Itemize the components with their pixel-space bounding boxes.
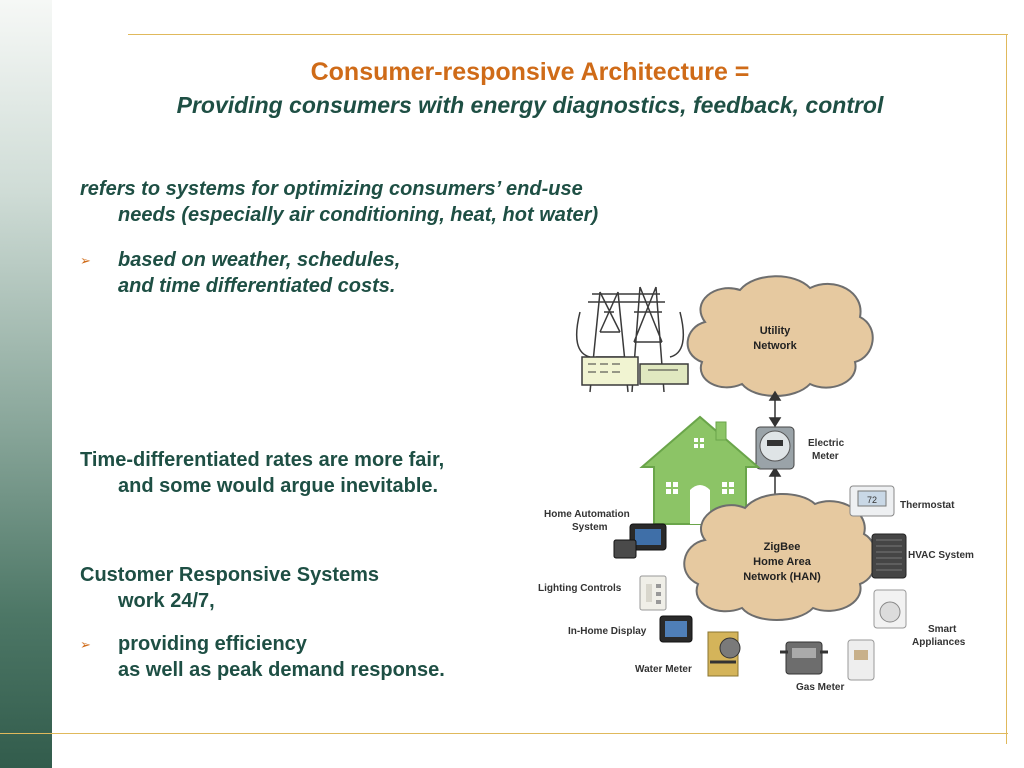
thermostat-display: 72	[867, 495, 877, 505]
paragraph-line: work 24/7,	[118, 590, 215, 612]
han-architecture-diagram: Utility Network Electric Meter	[538, 275, 974, 693]
utility-network-label: Network	[753, 340, 797, 352]
bullet-efficiency: providing efficiency as well as peak dem…	[118, 631, 445, 683]
home-automation-icon	[613, 523, 667, 559]
water-meter-label: Water Meter	[635, 664, 692, 675]
paragraph-line: Time-differentiated rates are more fair,	[80, 449, 445, 471]
in-home-display-label: In-Home Display	[568, 626, 647, 637]
hvac-label: HVAC System	[908, 550, 974, 561]
home-automation-label: System	[572, 522, 608, 533]
thermostat-label: Thermostat	[900, 500, 955, 511]
slide-subtitle: Providing consumers with energy diagnost…	[176, 92, 884, 118]
bottom-divider	[0, 733, 1008, 734]
hvac-icon	[871, 533, 907, 579]
paragraph-rates: Time-differentiated rates are more fair,…	[80, 447, 444, 499]
top-divider	[128, 34, 1008, 35]
slide-title: Consumer-responsive Architecture =	[310, 58, 750, 86]
smart-appliances-icon	[847, 589, 907, 681]
smart-appliances-label: Appliances	[912, 637, 966, 648]
in-home-display-icon	[659, 615, 693, 643]
house-icon	[639, 415, 761, 525]
paragraph-line: needs (especially air conditioning, heat…	[118, 204, 599, 226]
electric-meter-icon	[755, 426, 795, 470]
lighting-controls-icon	[639, 575, 667, 611]
electric-meter-label: Electric	[808, 438, 845, 449]
bullet-arrow-icon: ➢	[80, 637, 91, 652]
right-divider	[1006, 34, 1007, 744]
power-plant-icon	[575, 286, 689, 393]
bullet-line: based on weather, schedules,	[118, 249, 401, 271]
bullet-line: as well as peak demand response.	[118, 659, 445, 681]
han-label: Network (HAN)	[743, 571, 821, 583]
han-cloud: ZigBee Home Area Network (HAN)	[683, 493, 878, 621]
home-automation-label: Home Automation	[544, 509, 630, 520]
smart-appliances-label: Smart	[928, 624, 957, 635]
gas-meter-label: Gas Meter	[796, 682, 844, 693]
electric-meter-label: Meter	[812, 451, 839, 462]
han-label: ZigBee	[764, 541, 801, 553]
utility-network-cloud: Utility Network	[686, 275, 874, 397]
paragraph-systems: Customer Responsive Systems work 24/7,	[80, 562, 379, 614]
paragraph-line: refers to systems for optimizing consume…	[80, 178, 583, 200]
bullet-arrow-icon: ➢	[80, 253, 91, 268]
lighting-controls-label: Lighting Controls	[538, 583, 622, 594]
bullet-line: and time differentiated costs.	[118, 275, 396, 297]
thermostat-icon: 72	[849, 485, 895, 517]
water-meter-icon	[707, 631, 741, 677]
utility-network-label: Utility	[760, 325, 791, 337]
han-label: Home Area	[753, 556, 812, 568]
paragraph-definition: refers to systems for optimizing consume…	[80, 176, 598, 228]
bullet-line: providing efficiency	[118, 633, 307, 655]
side-decoration-bar	[0, 0, 52, 768]
bullet-weather: based on weather, schedules, and time di…	[118, 247, 400, 299]
paragraph-line: Customer Responsive Systems	[80, 564, 380, 586]
paragraph-line: and some would argue inevitable.	[118, 475, 439, 497]
gas-meter-icon	[780, 641, 828, 675]
